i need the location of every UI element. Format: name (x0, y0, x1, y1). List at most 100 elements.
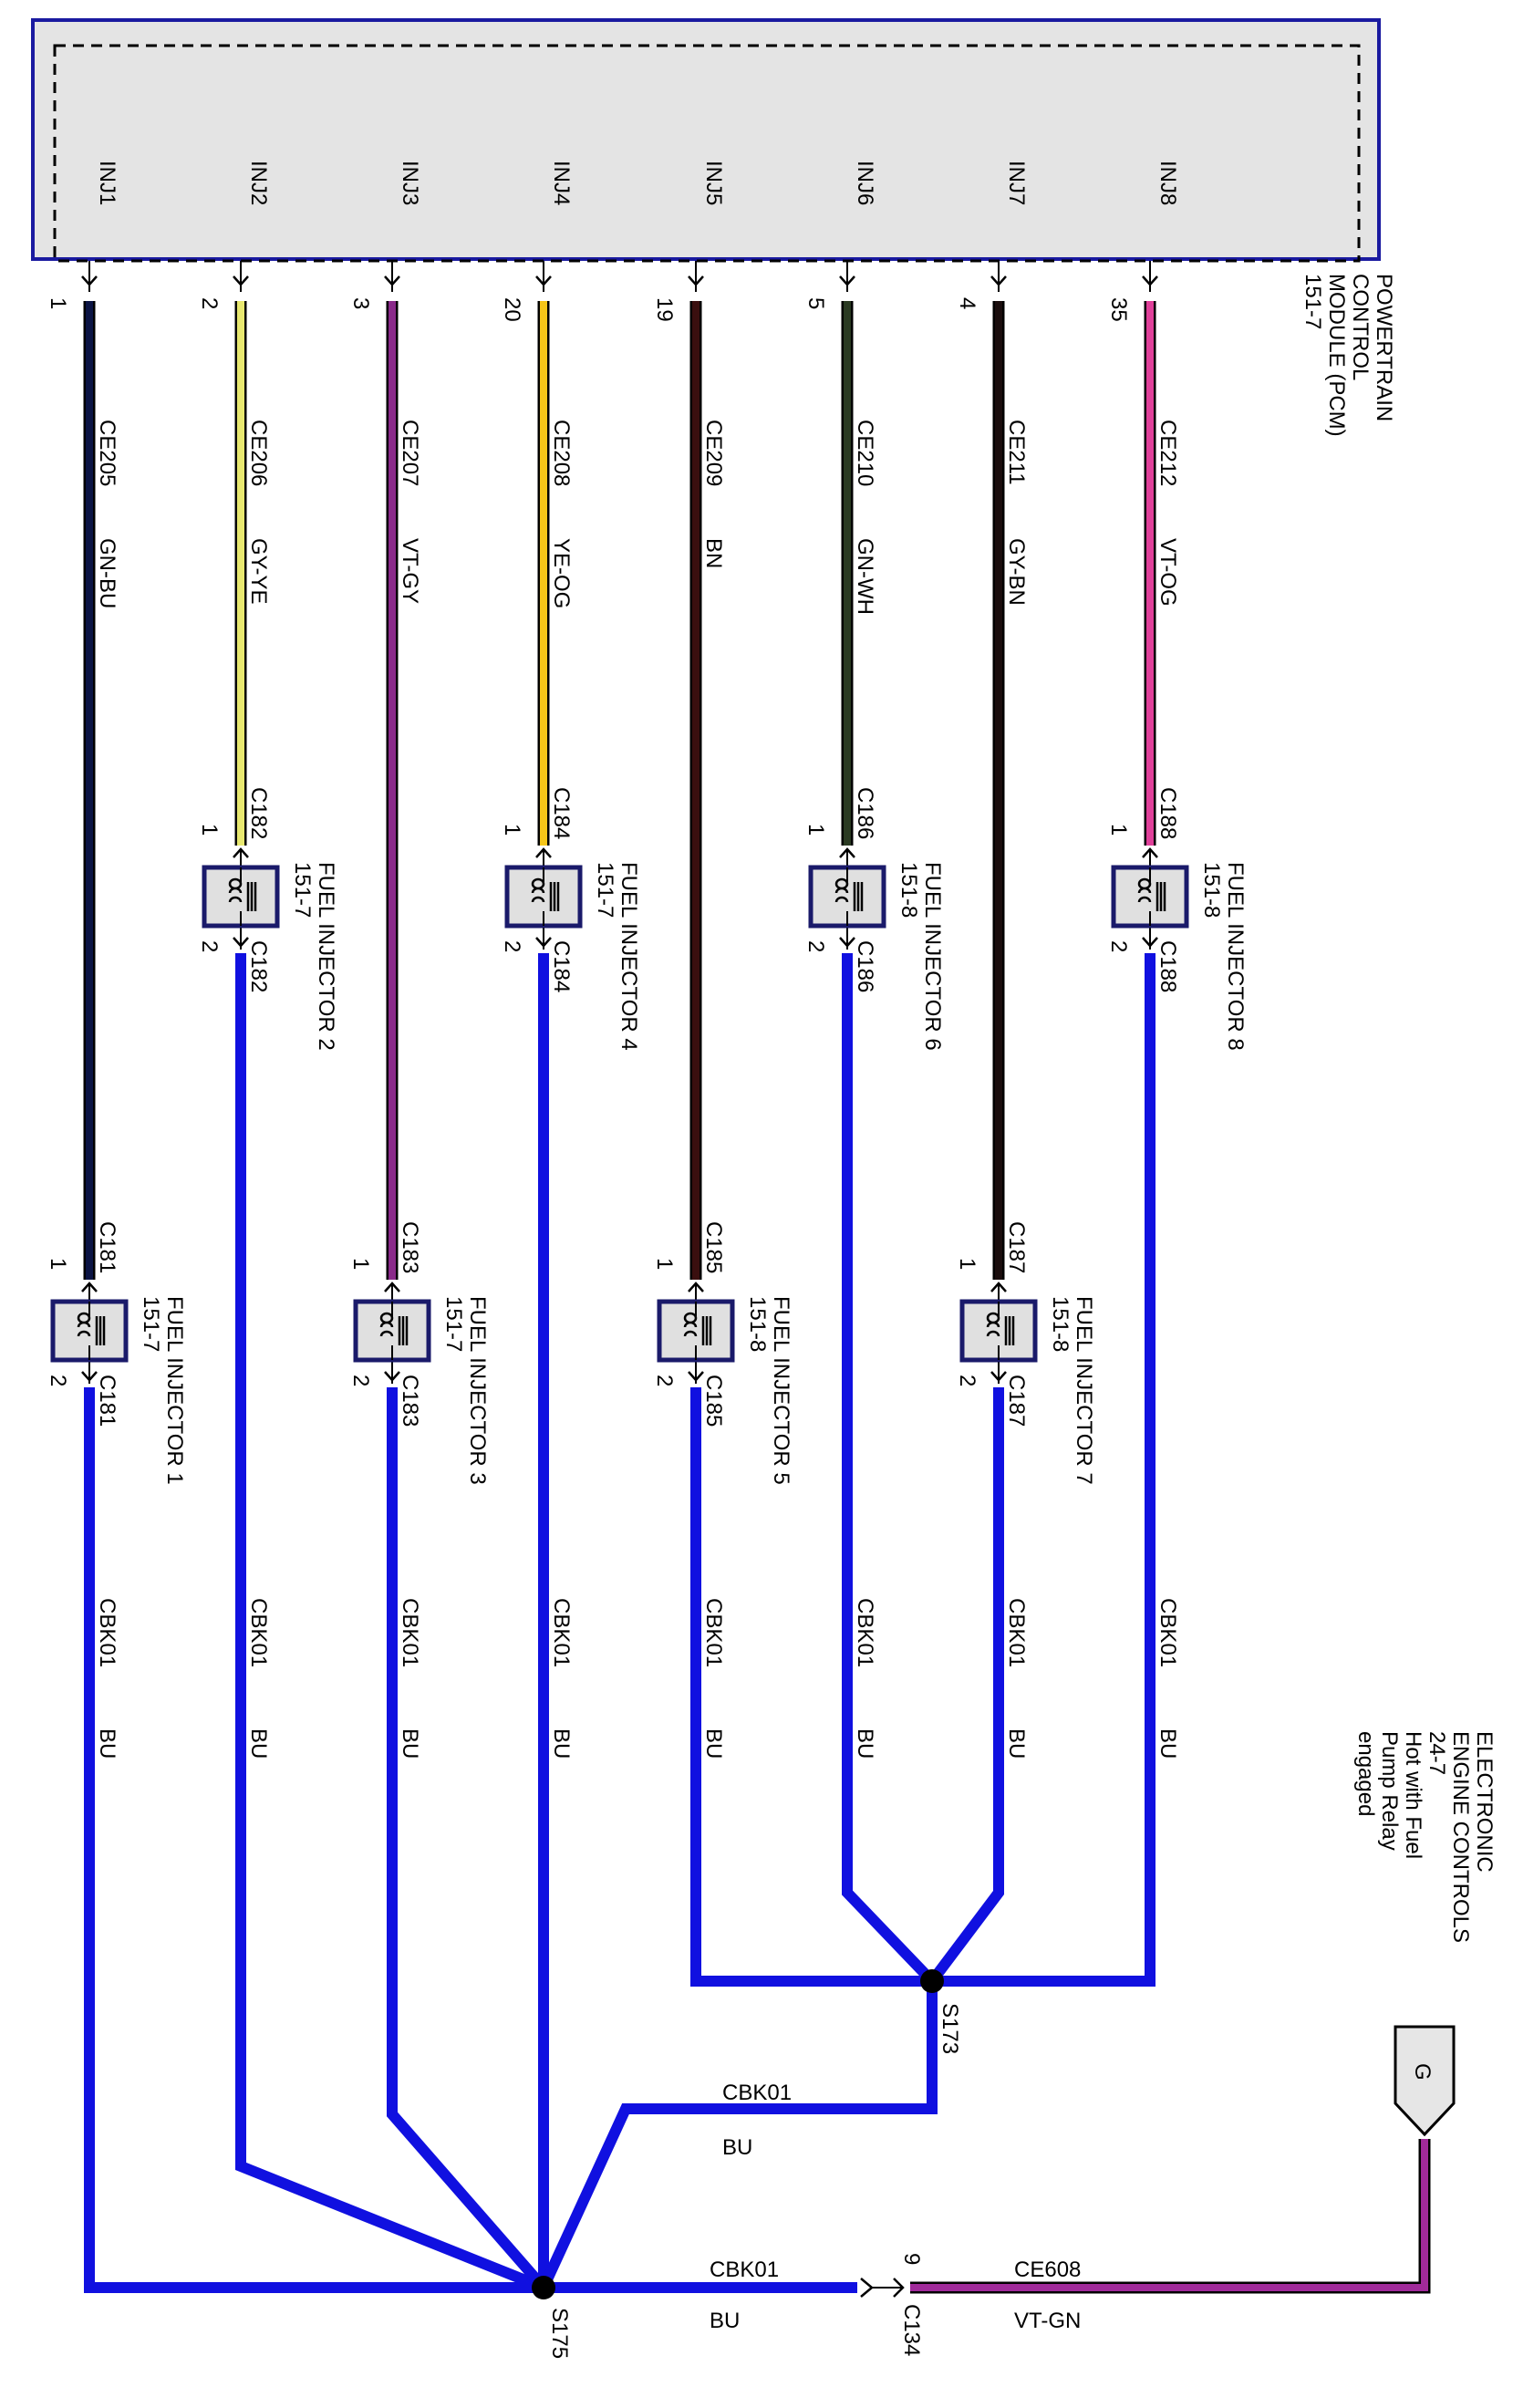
injector-pin2-number: 2 (955, 1375, 979, 1386)
connector-top-c187: C187 (1004, 1221, 1029, 1273)
source-desc-line: ELECTRONIC (1472, 1731, 1497, 1873)
return-circuit-id: CBK01 (1155, 1598, 1180, 1667)
pcm-pin-number: 2 (197, 297, 222, 309)
injector-name: FUEL INJECTOR 3 (465, 1296, 490, 1485)
return-wire-inj2 (235, 953, 546, 2293)
return-circuit-id: CBK01 (95, 1598, 119, 1667)
pcm-pin-number: 20 (500, 297, 524, 322)
injector-pin2-number: 2 (1106, 940, 1131, 952)
injector-name: FUEL INJECTOR 7 (1072, 1296, 1096, 1485)
pcm-pin-number: 1 (46, 297, 70, 309)
pcm-pin-number: 5 (803, 297, 828, 309)
return-link-s173-s175 (538, 1981, 938, 2290)
injector-pin1-number: 1 (46, 1258, 70, 1270)
circuit-id-ce208: CE208 (549, 420, 574, 486)
return-wire-color: BU (1004, 1728, 1029, 1759)
fuel-injector-4-coil-icon (531, 877, 545, 903)
return-wire-inj5 (690, 1387, 932, 1987)
return-circuit-id: CBK01 (246, 1598, 271, 1667)
ce608-circuit-id: CE608 (1014, 2258, 1081, 2282)
return-wire-inj3 (387, 1387, 548, 2291)
return-circuit-id: CBK01 (549, 1598, 574, 1667)
splice-s175 (532, 2276, 555, 2299)
connector-top-c188: C188 (1155, 787, 1180, 839)
splice-s173 (920, 1969, 944, 1993)
wire-color-ce206: GY-YE (246, 538, 271, 604)
pcm-pin-label-inj6: INJ6 (853, 161, 877, 205)
connector-top-c186: C186 (853, 787, 877, 839)
return-wire-color: BU (1155, 1728, 1180, 1759)
source-desc-line: ENGINE CONTROLS (1448, 1731, 1473, 1943)
injector-pin2-arrow (81, 1371, 98, 1382)
connector-bottom-c185: C185 (701, 1375, 726, 1427)
pcm-pin-number: 4 (955, 297, 979, 309)
injector-name: FUEL INJECTOR 5 (769, 1296, 793, 1485)
pcm-pin-arrow (81, 275, 98, 286)
return-circuit-id: CBK01 (701, 1598, 726, 1667)
pcm-pin-number: 35 (1106, 297, 1131, 322)
injector-pin1-number: 1 (803, 824, 828, 836)
return-circuit-id: CBK01 (398, 1598, 422, 1667)
component-layer (31, 18, 1456, 2299)
circuit-id-ce210: CE210 (853, 420, 877, 486)
injector-pin2-number: 2 (652, 1375, 677, 1386)
pcm-pin-number: 3 (348, 297, 373, 309)
injector-page-ref: 151-8 (1199, 862, 1224, 918)
wire-color-ce209: BN (701, 538, 726, 568)
pcm-pin-arrow (1142, 275, 1158, 286)
pcm-name-line: POWERTRAIN (1372, 274, 1396, 421)
injector-page-ref: 151-8 (745, 1296, 770, 1352)
injector-pin2-arrow (990, 1371, 1007, 1382)
injector-page-ref: 151-7 (139, 1296, 163, 1352)
connector-top-c184: C184 (549, 787, 574, 839)
fuel-injector-5-coil-icon (683, 1312, 698, 1337)
connector-top-c181: C181 (95, 1221, 119, 1273)
injector-pin2-arrow (839, 937, 855, 948)
return-wire-inj8 (932, 953, 1155, 1987)
pcm-pin-label-inj4: INJ4 (549, 161, 574, 205)
connector-top-c183: C183 (398, 1221, 422, 1273)
injector-page-ref: 151-7 (441, 1296, 466, 1352)
ground-run-wire-color: BU (710, 2309, 740, 2333)
wire-color-ce210: GN-WH (853, 538, 877, 615)
injector-pin2-arrow (688, 1371, 704, 1382)
pcm-name-line: MODULE (PCM) (1324, 274, 1349, 437)
injector-name: FUEL INJECTOR 4 (617, 862, 641, 1051)
connector-top-c185: C185 (701, 1221, 726, 1273)
ce608-wire-outline (910, 2139, 1431, 2294)
c134-arrow-in (860, 2278, 874, 2298)
return-wire-inj6 (842, 953, 937, 1986)
ce608-wire (910, 2139, 1428, 2291)
source-desc-line: engaged (1353, 1731, 1378, 1816)
return-wire-color: BU (398, 1728, 422, 1759)
connector-bottom-c186: C186 (853, 940, 877, 992)
pcm-pin-label-inj5: INJ5 (701, 161, 726, 205)
injector-page-ref: 151-7 (593, 862, 617, 918)
injector-pin2-number: 2 (348, 1375, 373, 1386)
fuel-injector-7-coil-icon (986, 1312, 1000, 1337)
ground-run-circuit-id: CBK01 (710, 2258, 779, 2282)
return-circuit-id: CBK01 (853, 1598, 877, 1667)
connector-top-c182: C182 (246, 787, 271, 839)
c134-label: C134 (899, 2304, 924, 2356)
injector-pin2-arrow (384, 1371, 400, 1382)
injector-pin2-arrow (1142, 937, 1158, 948)
injector-pin1-number: 1 (652, 1258, 677, 1270)
return-circuit-id: CBK01 (1004, 1598, 1029, 1667)
source-g-symbol (1394, 2025, 1456, 2137)
pcm-pin-arrow (990, 275, 1007, 286)
connector-bottom-c187: C187 (1004, 1375, 1029, 1427)
source-desc-line: Hot with Fuel (1401, 1731, 1425, 1859)
injector-pin1-number: 1 (348, 1258, 373, 1270)
injector-name: FUEL INJECTOR 6 (920, 862, 945, 1051)
injector-page-ref: 151-8 (1048, 1296, 1073, 1352)
pcm-box (31, 18, 1381, 261)
injector-pin1-number: 1 (1106, 824, 1131, 836)
connector-bottom-c183: C183 (398, 1375, 422, 1427)
injector-pin2-number: 2 (46, 1375, 70, 1386)
wire-layer (81, 228, 1431, 2298)
wire-color-ce212: VT-OG (1155, 538, 1180, 607)
splice-s175-label: S175 (547, 2308, 572, 2359)
fuel-injector-6-coil-icon (834, 877, 849, 903)
